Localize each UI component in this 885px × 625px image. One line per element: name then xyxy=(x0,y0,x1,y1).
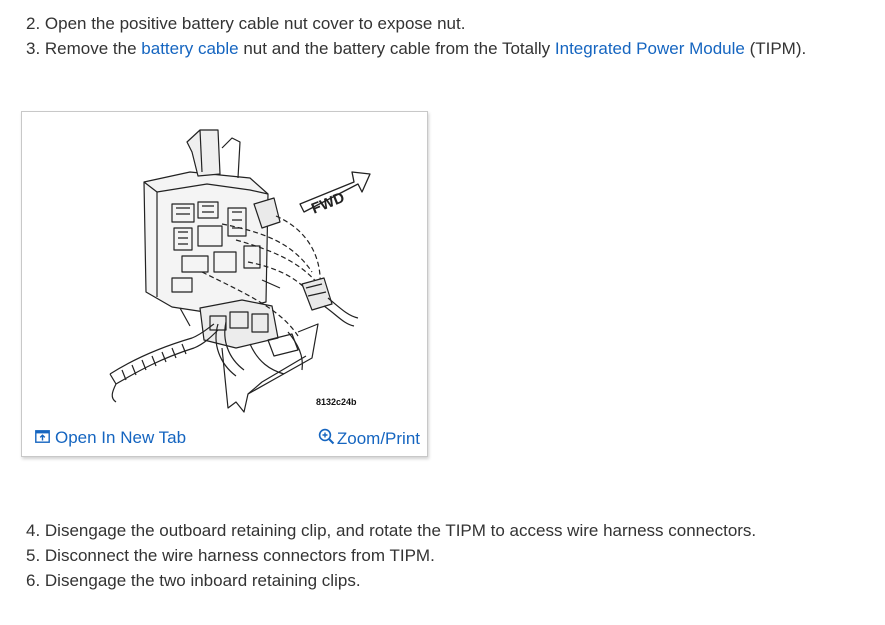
step-6: 6. Disengage the two inboard retaining c… xyxy=(26,569,361,593)
step-3-middle: nut and the battery cable from the Total… xyxy=(238,39,555,58)
step-5: 5. Disconnect the wire harness connector… xyxy=(26,544,435,568)
open-in-new-tab-button[interactable]: Open In New Tab xyxy=(35,428,186,448)
integrated-power-module-link[interactable]: Integrated Power Module xyxy=(554,39,745,58)
open-new-tab-icon xyxy=(35,428,50,448)
battery-cable-link[interactable]: battery cable xyxy=(141,39,239,58)
step-2-text: 2. Open the positive battery cable nut c… xyxy=(26,14,466,33)
fwd-label: FWD xyxy=(309,189,347,218)
step-5-text: 5. Disconnect the wire harness connector… xyxy=(26,546,435,565)
step-6-text: 6. Disengage the two inboard retaining c… xyxy=(26,571,361,590)
zoom-print-button[interactable]: Zoom/Print xyxy=(318,428,420,450)
diagram-figure: FWD 8132c24b Open In New Tab Zoom/Print xyxy=(21,111,428,457)
magnifier-zoom-icon xyxy=(318,428,335,450)
step-3-prefix: 3. Remove the xyxy=(26,39,142,58)
figure-code: 8132c24b xyxy=(316,397,357,407)
step-3: 3. Remove the battery cable nut and the … xyxy=(26,37,806,61)
step-4: 4. Disengage the outboard retaining clip… xyxy=(26,519,756,543)
step-2: 2. Open the positive battery cable nut c… xyxy=(26,12,465,36)
step-3-suffix: (TIPM). xyxy=(744,39,807,58)
zoom-print-label: Zoom/Print xyxy=(336,429,420,448)
fwd-arrow-icon: FWD xyxy=(299,171,371,218)
step-4-text: 4. Disengage the outboard retaining clip… xyxy=(26,521,757,540)
tipm-diagram-illustration: FWD xyxy=(109,129,371,413)
open-in-new-tab-label: Open In New Tab xyxy=(55,428,187,447)
